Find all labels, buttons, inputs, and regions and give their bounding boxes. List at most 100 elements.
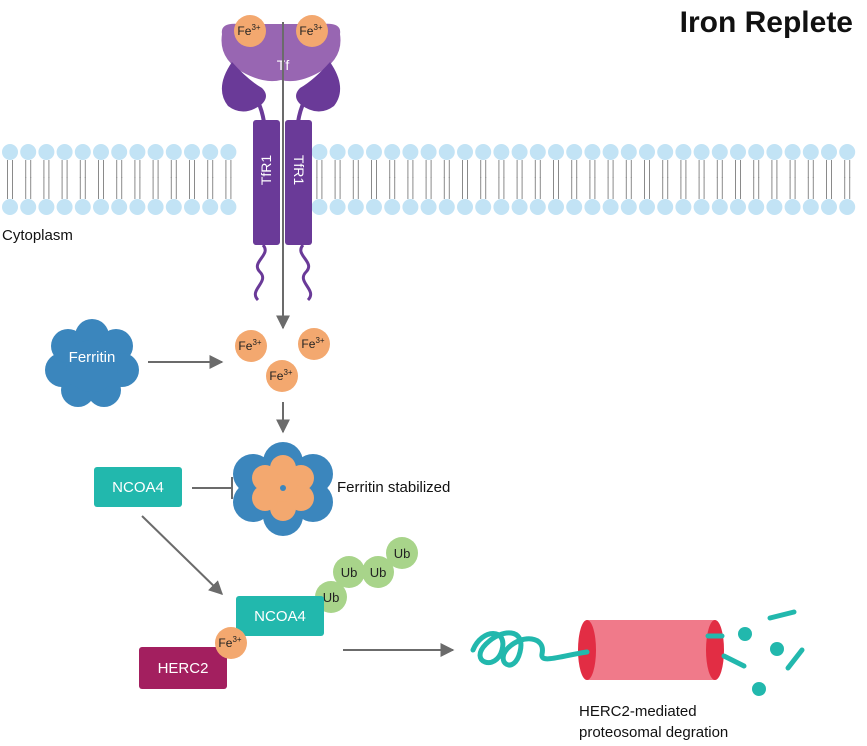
lipid-head — [584, 199, 601, 215]
lipid-head — [675, 199, 692, 215]
proteasome — [578, 620, 724, 680]
lipid-head — [766, 144, 783, 160]
lipid-head — [74, 199, 91, 215]
iron-ion: Fe3+ — [234, 15, 266, 47]
lipid-head — [56, 199, 73, 215]
peptide-fragments — [705, 609, 805, 696]
lipid-head — [802, 144, 819, 160]
lipid-head — [839, 144, 856, 160]
tfr1-head-right — [296, 62, 341, 112]
lipid-head — [675, 144, 692, 160]
lipid-head — [657, 199, 674, 215]
ubiquitin: Ub — [333, 556, 365, 588]
lipid-head — [2, 199, 18, 215]
lipid-head — [766, 199, 783, 215]
lipid-head — [402, 199, 419, 215]
lipid-head — [730, 199, 746, 215]
lipid-head — [438, 199, 455, 215]
ferritin-label: Ferritin — [69, 349, 116, 366]
proteasome-caption-line1: HERC2-mediated — [579, 703, 697, 720]
iron-ion: Fe3+ — [266, 360, 298, 392]
ncoa4-degradation-arrow — [141, 515, 224, 595]
lipid-head — [475, 144, 492, 160]
lipid-head — [711, 199, 728, 215]
lipid-head — [202, 199, 219, 215]
lipid-head — [711, 144, 728, 160]
ncoa4-complex-box — [236, 596, 324, 636]
lipid-head — [202, 144, 219, 160]
lipid-head — [784, 144, 801, 160]
lipid-head — [384, 144, 401, 160]
lipid-head — [165, 199, 182, 215]
lipid-head — [220, 199, 237, 215]
lipid-head — [329, 199, 346, 215]
herc2-label: HERC2 — [158, 660, 209, 677]
lipid-head — [184, 144, 200, 160]
ferritin-stabilized-label: Ferritin stabilized — [337, 479, 450, 496]
diagram-title: Iron Replete — [680, 6, 853, 39]
lipid-head — [511, 199, 528, 215]
lipid-head — [347, 199, 364, 215]
lipid-head — [111, 199, 128, 215]
lipid-head — [566, 144, 583, 160]
lipid-head — [38, 199, 55, 215]
lipid-head — [821, 144, 837, 160]
lipid-head — [639, 144, 655, 160]
ferritin — [45, 319, 139, 407]
tfr1-tail-left — [254, 243, 267, 302]
lipid-head — [529, 199, 546, 215]
lipid-head — [311, 144, 328, 160]
lipid-head — [93, 144, 109, 160]
tfr1-right — [285, 120, 312, 245]
lipid-head — [620, 144, 637, 160]
ncoa4-complex-label: NCOA4 — [254, 608, 306, 625]
lipid-head — [402, 144, 419, 160]
lipid-head — [802, 199, 819, 215]
lipid-head — [366, 144, 382, 160]
lipid-head — [147, 144, 164, 160]
lipid-head — [548, 144, 564, 160]
lipid-head — [821, 199, 837, 215]
lipid-head — [74, 144, 91, 160]
lipid-head — [93, 199, 109, 215]
lipid-head — [784, 199, 801, 215]
lipid-head — [748, 144, 765, 160]
lipid-head — [38, 144, 55, 160]
lipid-head — [165, 144, 182, 160]
lipid-head — [639, 199, 655, 215]
lipid-head — [129, 199, 146, 215]
lipid-head — [184, 199, 200, 215]
lipid-head — [602, 199, 619, 215]
tfr1-left-label: TfR1 — [258, 155, 274, 186]
lipid-head — [620, 199, 637, 215]
lipid-head — [693, 144, 710, 160]
lipid-head — [584, 144, 601, 160]
lipid-head — [311, 199, 328, 215]
tfr1-tail-right — [299, 243, 312, 302]
proteasome-caption-line2: proteosomal degration — [579, 724, 728, 741]
lipid-head — [475, 199, 492, 215]
lipid-head — [384, 199, 401, 215]
lipid-head — [457, 199, 473, 215]
lipid-head — [420, 144, 437, 160]
iron-ion: Fe3+ — [298, 328, 330, 360]
iron-ion: Fe3+ — [235, 330, 267, 362]
lipid-head — [438, 144, 455, 160]
lipid-head — [493, 199, 510, 215]
lipid-head — [129, 144, 146, 160]
lipid-head — [693, 199, 710, 215]
ubiquitin: Ub — [386, 537, 418, 569]
lipid-head — [147, 199, 164, 215]
lipid-head — [56, 144, 73, 160]
tfr1-left — [253, 120, 280, 245]
lipid-head — [511, 144, 528, 160]
lipid-head — [20, 199, 37, 215]
svg-text:Ub: Ub — [341, 565, 358, 580]
lipid-head — [839, 199, 856, 215]
ubiquitin-chain: Ub Ub Ub Ub — [315, 537, 418, 613]
svg-text:Ub: Ub — [370, 565, 387, 580]
unfolded-substrate — [470, 630, 590, 668]
transferrin-receptor-complex: Tf TfR1 TfR1 — [221, 23, 341, 302]
iron-ion: Fe3+ — [215, 627, 247, 659]
